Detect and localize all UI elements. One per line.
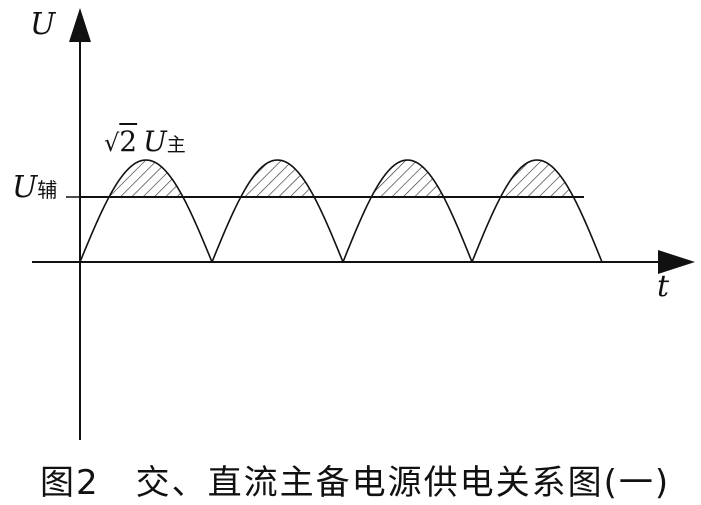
half-wave-arc-4	[471, 159, 603, 263]
hatched-cap-2	[240, 160, 315, 197]
hatched-cap-1	[109, 160, 183, 197]
rectified-waveform	[79, 159, 603, 263]
y-axis-arrow-icon	[69, 8, 91, 42]
peak-voltage-symbol: U	[143, 125, 167, 158]
peak-coefficient: 2	[119, 125, 138, 158]
half-wave-arc-1	[79, 159, 213, 263]
half-wave-arc-2	[211, 159, 344, 263]
sqrt-sign: √	[104, 129, 120, 157]
hatched-cap-4	[500, 160, 574, 197]
y-axis-label: U	[30, 7, 56, 42]
figure-caption: 图2 交、直流主备电源供电关系图(一)	[40, 463, 671, 503]
aux-voltage-symbol: U	[12, 170, 38, 205]
aux-voltage-subscript: 辅	[37, 178, 58, 202]
aux-voltage-label: U辅	[12, 173, 57, 203]
hatched-cap-3	[371, 160, 444, 197]
x-axis-label: t	[657, 269, 670, 304]
hatched-caps	[109, 160, 574, 197]
x-axis-arrow-icon	[658, 250, 695, 274]
half-wave-arc-3	[342, 159, 473, 263]
peak-voltage-subscript: 主	[166, 134, 186, 156]
